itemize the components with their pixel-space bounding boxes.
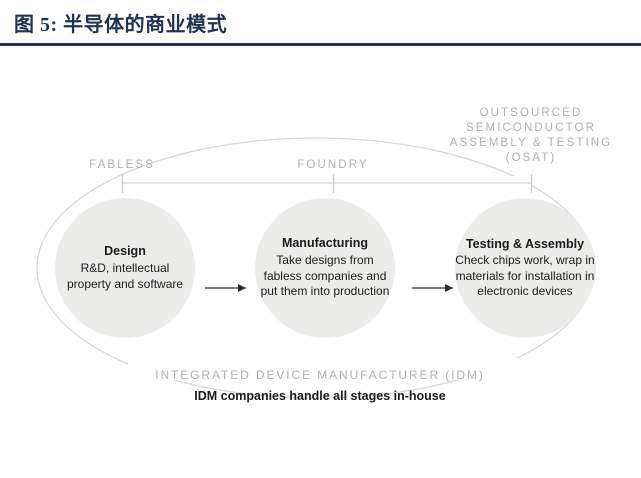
node-manufacturing-title: Manufacturing: [281, 236, 369, 251]
diagram-lines-svg: [36, 137, 596, 399]
node-manufacturing: Manufacturing Take designs from fabless …: [255, 198, 395, 338]
idm-boundary-ellipse: [36, 137, 596, 399]
node-design-title: Design: [104, 244, 146, 258]
segment-label-foundry: FOUNDRY: [297, 159, 369, 171]
segment-label-osat: OUTSOURCED SEMICONDUCTOR ASSEMBLY & TEST…: [449, 107, 613, 164]
node-manufacturing-description: Take designs from fabless companies and …: [260, 253, 390, 299]
segment-label-fabless: FABLESS: [89, 159, 155, 171]
diagram-canvas: FABLESS FOUNDRY OUTSOURCED SEMICONDUCTOR…: [0, 46, 641, 478]
idm-label: INTEGRATED DEVICE MANUFACTURER (IDM): [155, 368, 485, 382]
node-testing-assembly-description: Check chips work, wrap in materials for …: [455, 253, 595, 298]
arrow-manufacturing-to-testing: [412, 284, 453, 292]
node-testing-assembly-title: Testing & Assembly: [465, 236, 585, 251]
page-title: 图 5: 半导体的商业模式: [14, 14, 228, 36]
node-design-description: R&D, intellectual property and software: [66, 261, 184, 291]
arrow-design-to-manufacturing: [205, 284, 246, 292]
node-testing-assembly: Testing & Assembly Check chips work, wra…: [455, 198, 595, 338]
idm-sublabel: IDM companies handle all stages in-house: [194, 389, 446, 403]
title-divider: [0, 43, 641, 46]
figure-header: 图 5: 半导体的商业模式: [0, 0, 641, 46]
node-design: Design R&D, intellectual property and so…: [55, 198, 195, 338]
